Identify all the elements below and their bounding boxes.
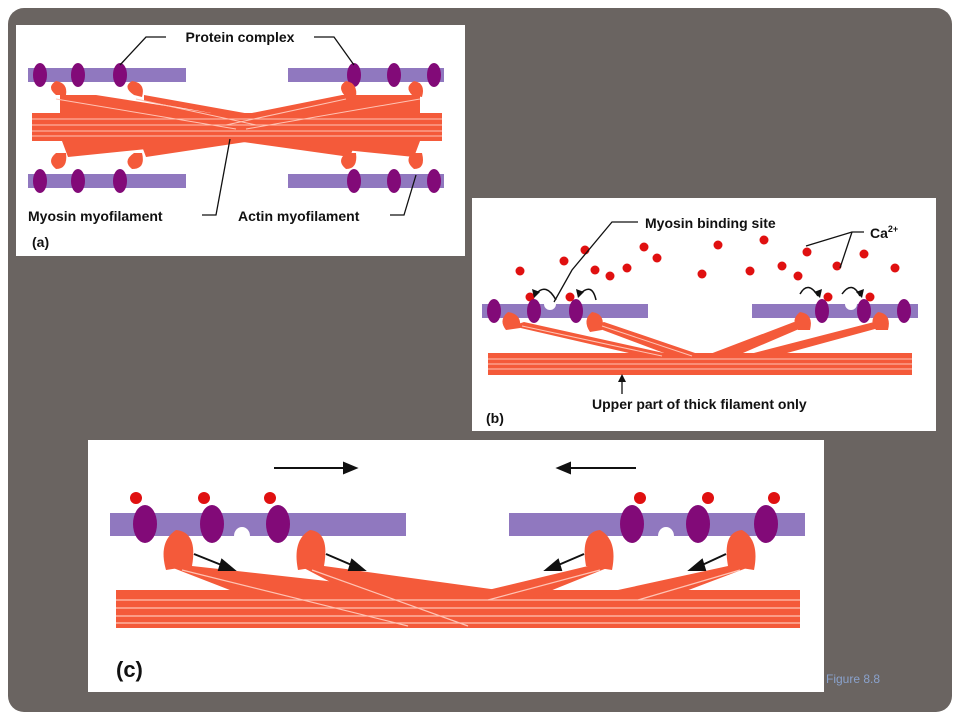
myosin-myofilament-label: Myosin myofilament: [28, 208, 163, 224]
panel-a-letter: (a): [32, 234, 49, 250]
panel-a-actin-bottom-right: [288, 174, 444, 188]
panel-b-letter: (b): [486, 410, 504, 426]
actin-myofilament-label: Actin myofilament: [238, 208, 360, 224]
panel-c-myosin-filament: [116, 530, 800, 628]
panel-c-binding-notches: [234, 527, 674, 536]
panel-b-binding-notches: [544, 304, 857, 310]
panel-b-actin-left: [482, 304, 648, 318]
panel-a-relaxed-sarcomere: Protein complex Myosin myofilament Actin…: [16, 25, 465, 256]
panel-c-stroke-arrows: [193, 553, 727, 571]
panel-b-leader-lines: [553, 221, 864, 394]
panel-a-leader-lines: [119, 36, 417, 216]
panel-a-myosin-filament: [32, 81, 442, 169]
panel-c-actin-left: [110, 513, 406, 536]
panel-a-actin-bottom-left: [28, 174, 186, 188]
panel-c-direction-arrows: [274, 461, 636, 475]
panel-b-protein-complexes: [487, 299, 911, 323]
panel-b-myosin-filament: [488, 312, 912, 375]
protein-complex-label: Protein complex: [186, 29, 295, 45]
figure-label: Figure 8.8: [826, 672, 881, 686]
panel-b-actin-right: [752, 304, 918, 318]
calcium-label: Ca2+: [870, 224, 898, 241]
panel-c-protein-complexes: [133, 505, 778, 543]
panel-c-calcium-ions: [130, 492, 780, 504]
panel-a-actin-top-right: [288, 68, 444, 82]
panel-a-protein-complexes: [33, 63, 441, 193]
panel-b-curved-arrows: [535, 286, 861, 301]
panel-b-calcium-binding: Myosin binding site Ca2+ Upper part of t…: [472, 198, 936, 431]
panel-a-actin-top-left: [28, 68, 186, 82]
panel-c-power-stroke: (c): [88, 440, 824, 692]
thick-filament-label: Upper part of thick filament only: [592, 396, 807, 412]
myosin-binding-site-label: Myosin binding site: [645, 215, 776, 231]
panel-c-actin-right: [509, 513, 805, 536]
panel-c-letter: (c): [116, 657, 143, 682]
